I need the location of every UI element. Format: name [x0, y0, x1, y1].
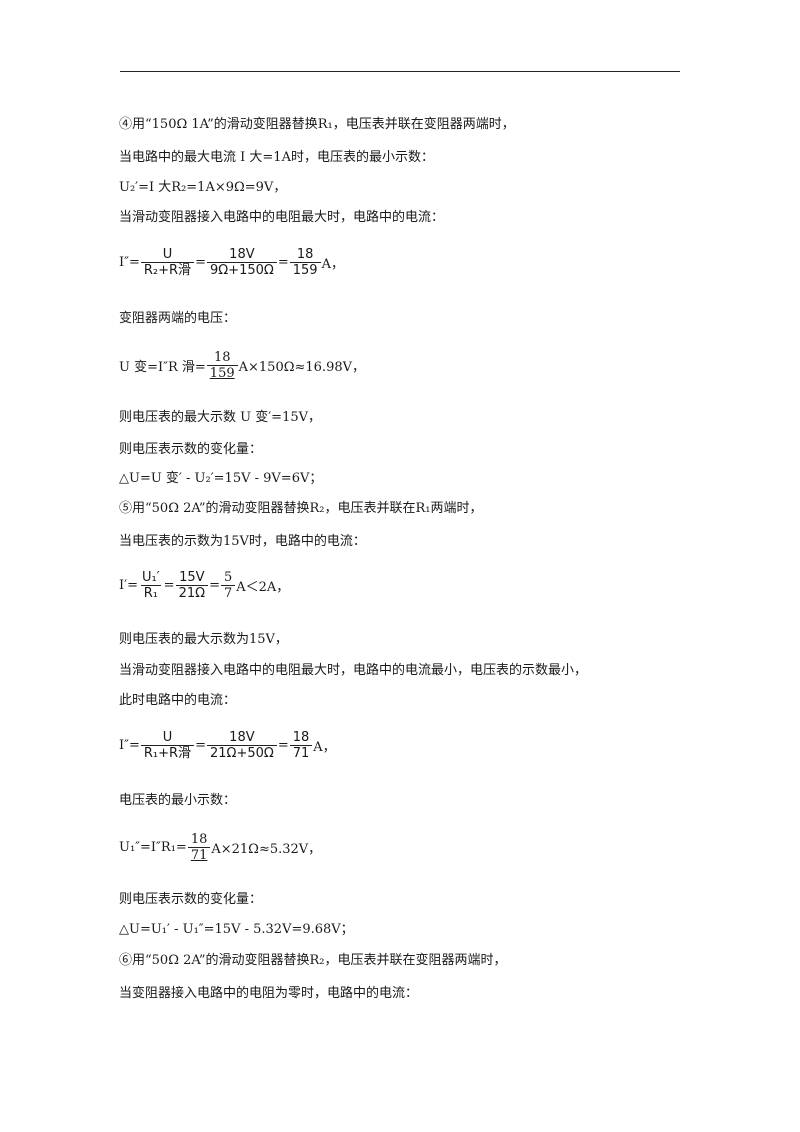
fraction-numerator: U₁′ [141, 570, 160, 585]
text-line: 变阻器两端的电压： [119, 311, 237, 326]
text-line: ④用“150Ω 1A”的滑动变阻器替换R₁，电压表并联在变阻器两端时， [119, 117, 515, 132]
fraction-numerator: 18 [190, 832, 208, 847]
eq-lhs: I′= [119, 578, 138, 593]
fraction-numerator: U [162, 730, 173, 745]
fraction-denominator: 9Ω+150Ω [206, 262, 277, 278]
eq-tail: A×21Ω≈5.32V， [211, 842, 322, 857]
fraction-denominator: 159 [289, 262, 321, 278]
text-line: 当滑动变阻器接入电路中的电阻最大时，电路中的电流最小，电压表的示数最小， [119, 663, 588, 678]
fraction-denominator: R₂+R滑 [140, 262, 195, 278]
fraction: 18V 9Ω+150Ω [206, 247, 277, 278]
text-line: 则电压表的最大示数为15V， [119, 632, 288, 647]
fraction-numerator: 15V [179, 570, 205, 585]
equation-rheostat-voltage: U 变=I″R 滑= 18 159 A×150Ω≈16.98V， [119, 350, 365, 381]
fraction-denominator: R₁+R滑 [140, 745, 195, 761]
eq-lhs: U₁″=I″R₁= [119, 840, 187, 855]
fraction-denominator: 159 [206, 365, 238, 381]
fraction-denominator: R₁ [140, 585, 161, 601]
fraction-denominator: 21Ω+50Ω [206, 745, 277, 761]
text-line: 当电压表的示数为15V时，电路中的电流： [119, 534, 366, 549]
text-line: 当电路中的最大电流 I 大=1A时，电压表的最小示数： [119, 150, 434, 165]
equation-current-max-resistance: I″= U R₂+R滑 = 18V 9Ω+150Ω = 18 159 A， [119, 247, 344, 278]
fraction: 18V 21Ω+50Ω [206, 730, 277, 761]
fraction: 18 71 [187, 832, 211, 863]
eq-tail: A， [313, 740, 336, 755]
fraction-denominator: 21Ω [175, 585, 209, 601]
fraction: 18 159 [289, 247, 321, 278]
text-line: 则电压表示数的变化量： [119, 442, 263, 457]
text-line: 则电压表的最大示数 U 变′=15V， [119, 410, 321, 425]
fraction-numerator: 18 [292, 730, 310, 745]
equation-current-min: I″= U R₁+R滑 = 18V 21Ω+50Ω = 18 71 A， [119, 730, 336, 761]
text-line: 当变阻器接入电路中的电阻为零时，电路中的电流： [119, 986, 419, 1001]
fraction: 18 159 [206, 350, 238, 381]
text-line: 电压表的最小示数： [119, 793, 237, 808]
eq-tail: A×150Ω≈16.98V， [238, 360, 365, 375]
fraction: 18 71 [289, 730, 313, 761]
fraction-denominator: 7 [220, 585, 236, 601]
text-line: ⑥用“50Ω 2A”的滑动变阻器替换R₂，电压表并联在变阻器两端时， [119, 953, 507, 968]
fraction-numerator: 18V [229, 247, 255, 262]
equation-current-15v: I′= U₁′ R₁ = 15V 21Ω = 5 7 A＜2A， [119, 570, 290, 601]
fraction-denominator: 71 [289, 745, 313, 761]
eq-lhs: I″= [119, 738, 140, 753]
eq-lhs: I″= [119, 255, 140, 270]
fraction-numerator: U [162, 247, 173, 262]
text-line: △U=U 变′ - U₂′=15V - 9V=6V； [119, 471, 323, 486]
text-line: 则电压表示数的变化量： [119, 892, 263, 907]
header-rule [120, 71, 680, 72]
equation-min-voltage: U₁″=I″R₁= 18 71 A×21Ω≈5.32V， [119, 832, 321, 863]
fraction-numerator: 18 [213, 350, 231, 365]
fraction: U R₁+R滑 [140, 730, 195, 761]
text-line: U₂′=I 大R₂=1A×9Ω=9V， [119, 180, 287, 195]
fraction-denominator: 71 [187, 847, 211, 863]
fraction: 5 7 [220, 570, 236, 601]
fraction-numerator: 18 [296, 247, 314, 262]
fraction-numerator: 5 [223, 570, 233, 585]
fraction: U R₂+R滑 [140, 247, 195, 278]
text-line: ⑤用“50Ω 2A”的滑动变阻器替换R₂，电压表并联在R₁两端时， [119, 501, 483, 516]
eq-tail: A＜2A， [236, 580, 290, 595]
eq-tail: A， [321, 257, 344, 272]
text-line: △U=U₁′ - U₁″=15V - 5.32V=9.68V； [119, 922, 354, 937]
text-line: 此时电路中的电流： [119, 693, 237, 708]
text-line: 当滑动变阻器接入电路中的电阻最大时，电路中的电流： [119, 210, 445, 225]
fraction: 15V 21Ω [175, 570, 209, 601]
fraction: U₁′ R₁ [139, 570, 163, 601]
eq-lhs: U 变=I″R 滑= [119, 360, 206, 375]
fraction-numerator: 18V [229, 730, 255, 745]
